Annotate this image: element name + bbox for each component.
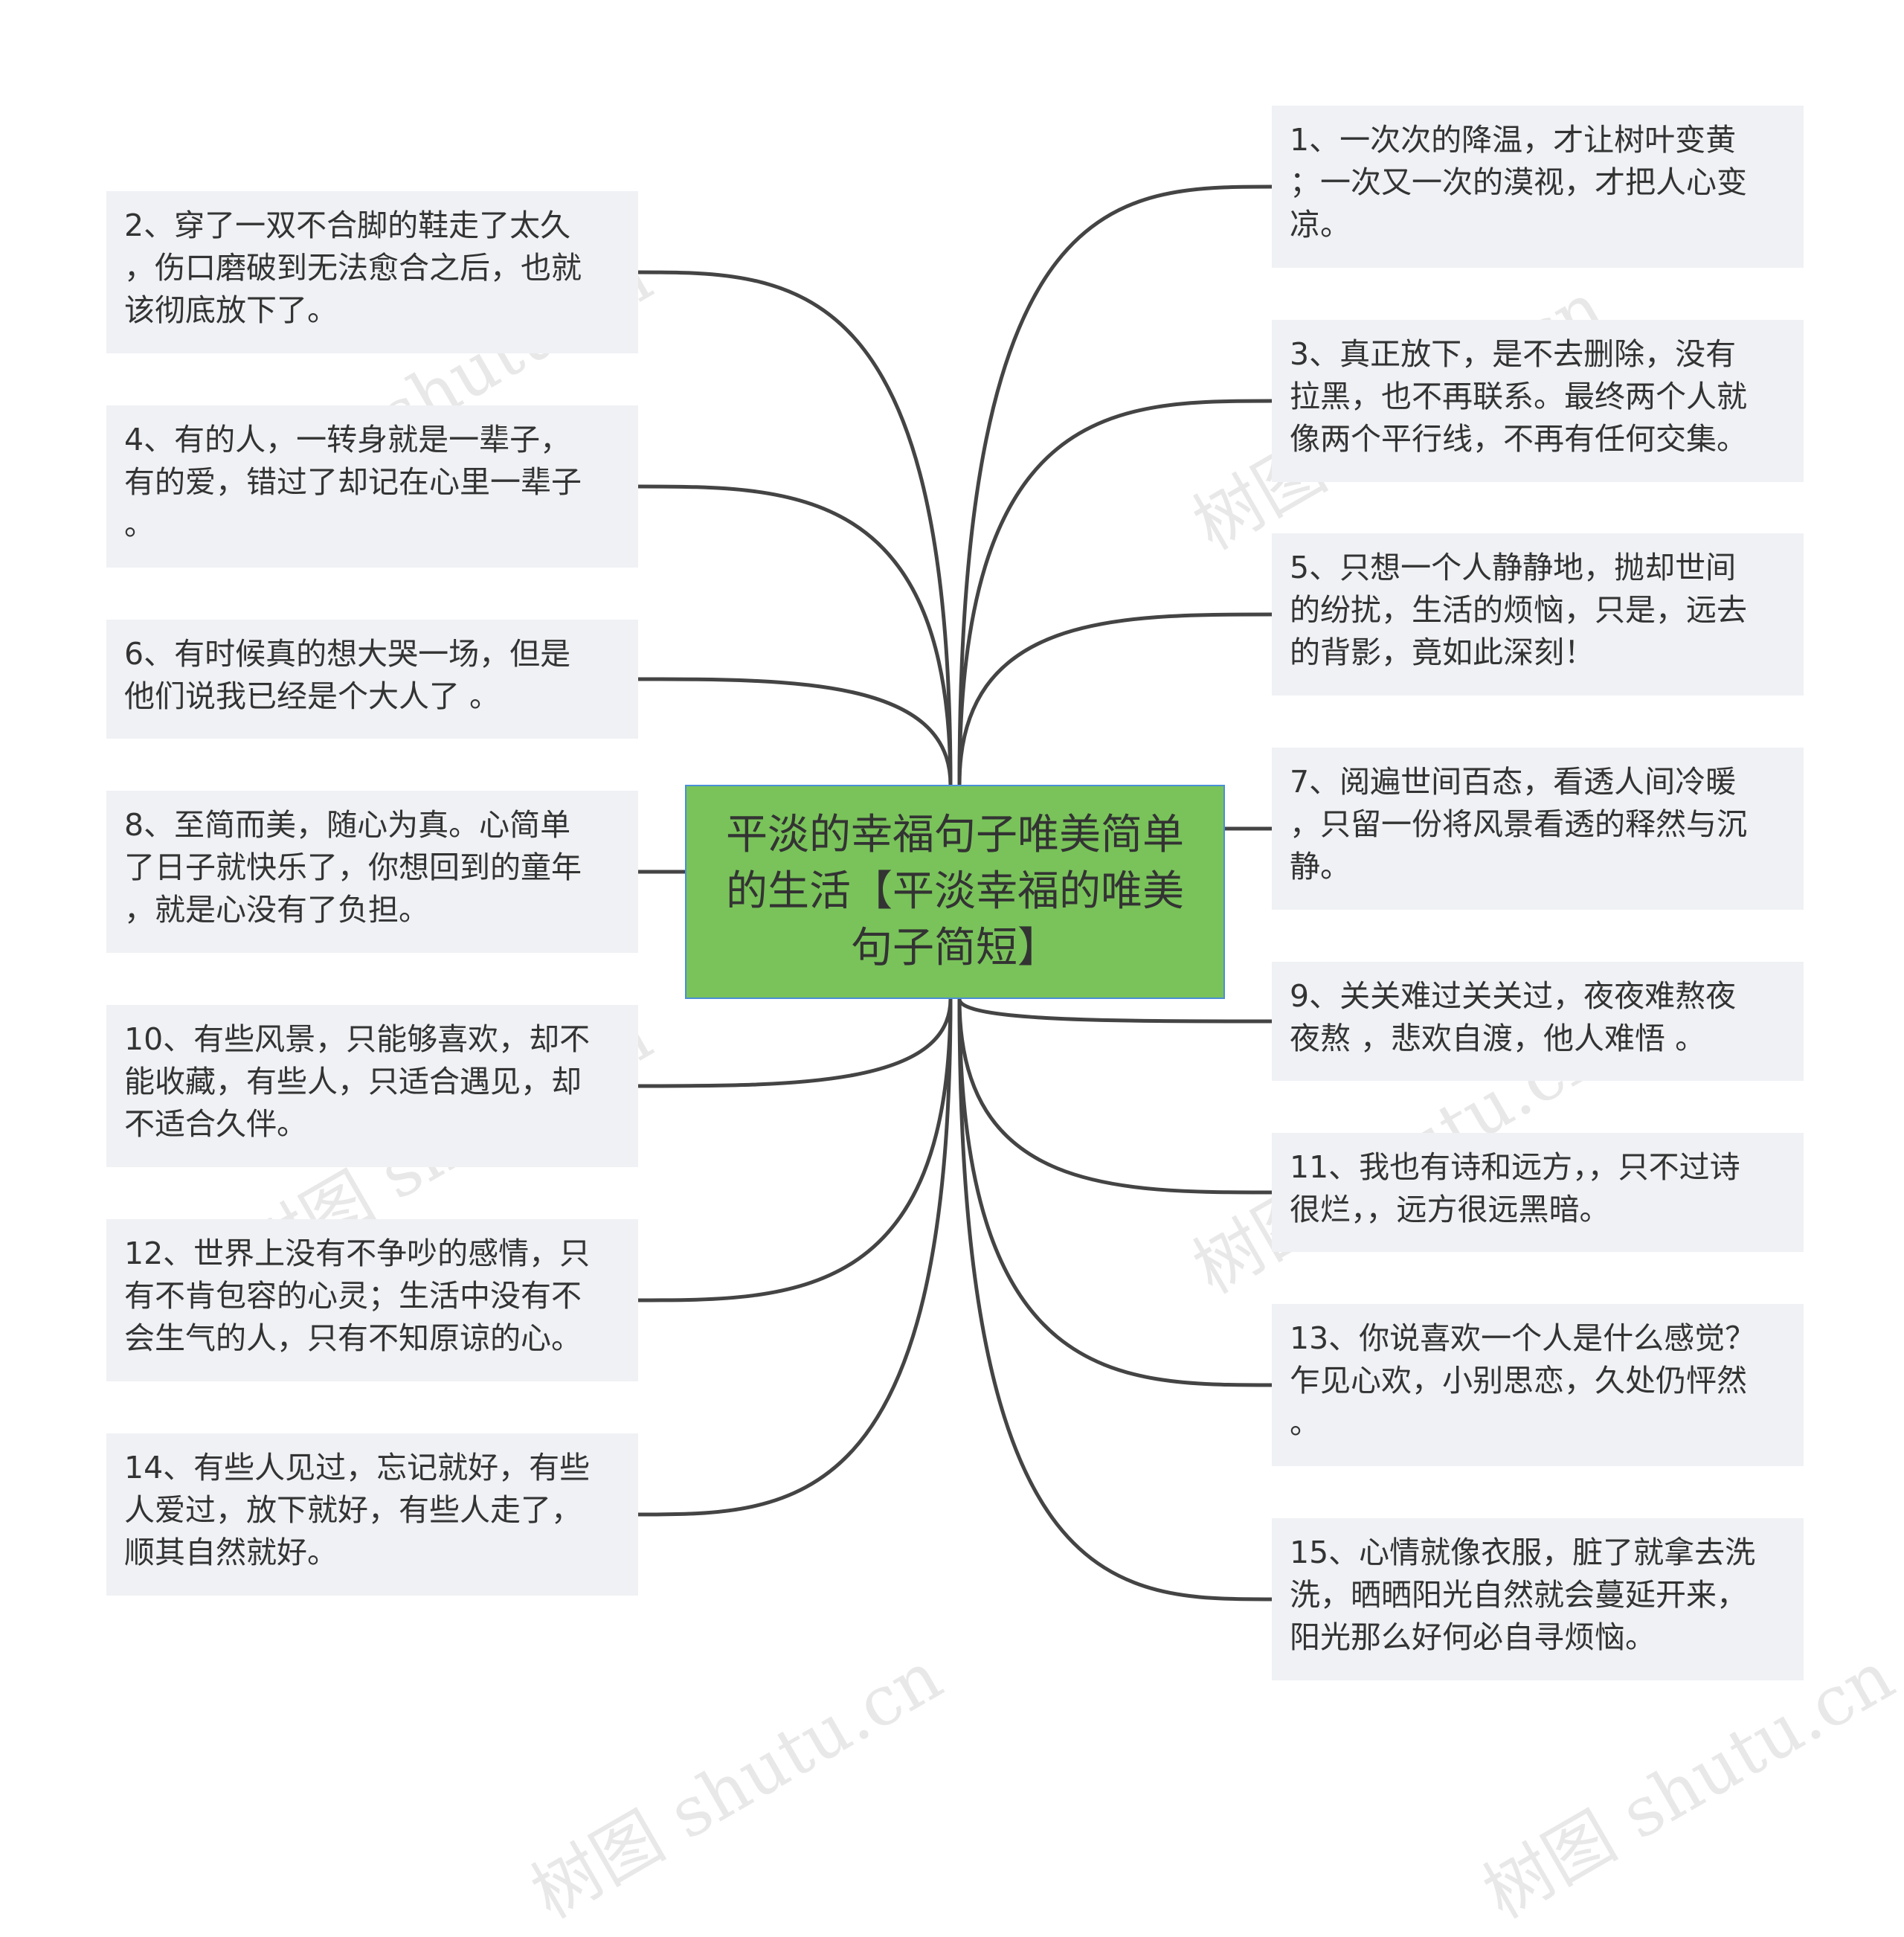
- branch-node-6-connector: [636, 677, 953, 787]
- branch-node-13[interactable]: 13、你说喜欢一个人是什么感觉？ 乍见心欢，小别思恋，久处仍怦然 。: [1272, 1304, 1804, 1466]
- branch-node-4[interactable]: 4、有的人，一转身就是一辈子， 有的爱，错过了却记在心里一辈子 。: [106, 405, 638, 568]
- branch-node-7[interactable]: 7、阅遍世间百态，看透人间冷暖 ，只留一份将风景看透的释然与沉 静。: [1272, 748, 1804, 910]
- branch-node-5[interactable]: 5、只想一个人静静地，抛却世间 的纷扰，生活的烦恼，只是，远去 的背影，竟如此深…: [1272, 533, 1804, 696]
- connector-layer: [636, 184, 1274, 1602]
- branch-node-11-connector: [957, 997, 1274, 1195]
- branch-node-10[interactable]: 10、有些风景，只能够喜欢，却不 能收藏，有些人，只适合遇见，却 不适合久伴。: [106, 1005, 638, 1167]
- branch-node-15-connector: [957, 997, 1274, 1602]
- branch-node-14-connector: [636, 997, 953, 1517]
- branch-node-3-connector: [957, 399, 1274, 787]
- branch-node-11[interactable]: 11、我也有诗和远方，，只不过诗 很烂，，远方很远黑暗。: [1272, 1133, 1804, 1252]
- branch-node-1[interactable]: 1、一次次的降温，才让树叶变黄 ；一次又一次的漠视，才把人心变 凉。: [1272, 106, 1804, 268]
- branch-node-8[interactable]: 8、至简而美，随心为真。心简单 了日子就快乐了，你想回到的童年 ，就是心没有了负…: [106, 791, 638, 953]
- branch-node-15[interactable]: 15、心情就像衣服，脏了就拿去洗 洗，晒晒阳光自然就会蔓延开来， 阳光那么好何必…: [1272, 1518, 1804, 1680]
- branch-node-14[interactable]: 14、有些人见过，忘记就好，有些 人爱过，放下就好，有些人走了， 顺其自然就好。: [106, 1433, 638, 1596]
- branch-node-2[interactable]: 2、穿了一双不合脚的鞋走了太久 ，伤口磨破到无法愈合之后，也就 该彻底放下了。: [106, 191, 638, 353]
- branch-node-10-connector: [636, 997, 953, 1088]
- branch-node-12-connector: [636, 997, 953, 1302]
- branch-node-4-connector: [636, 484, 953, 787]
- branch-node-6[interactable]: 6、有时候真的想大哭一场，但是 他们说我已经是个大人了 。: [106, 620, 638, 739]
- branch-node-3[interactable]: 3、真正放下，是不去删除，没有 拉黑，也不再联系。最终两个人就 像两个平行线，不…: [1272, 320, 1804, 482]
- root-topic[interactable]: 平淡的幸福句子唯美简单 的生活【平淡幸福的唯美 句子简短】: [685, 785, 1225, 999]
- branch-node-1-connector: [957, 184, 1274, 787]
- branch-node-9[interactable]: 9、关关难过关关过，夜夜难熬夜 夜熬 ，悲欢自渡，他人难悟 。: [1272, 962, 1804, 1081]
- branch-node-13-connector: [957, 997, 1274, 1387]
- branch-node-9-connector: [957, 997, 1274, 1024]
- branch-node-5-connector: [957, 612, 1274, 787]
- branch-node-2-connector: [636, 270, 953, 787]
- branch-node-12[interactable]: 12、世界上没有不争吵的感情，只 有不肯包容的心灵；生活中没有不 会生气的人，只…: [106, 1219, 638, 1381]
